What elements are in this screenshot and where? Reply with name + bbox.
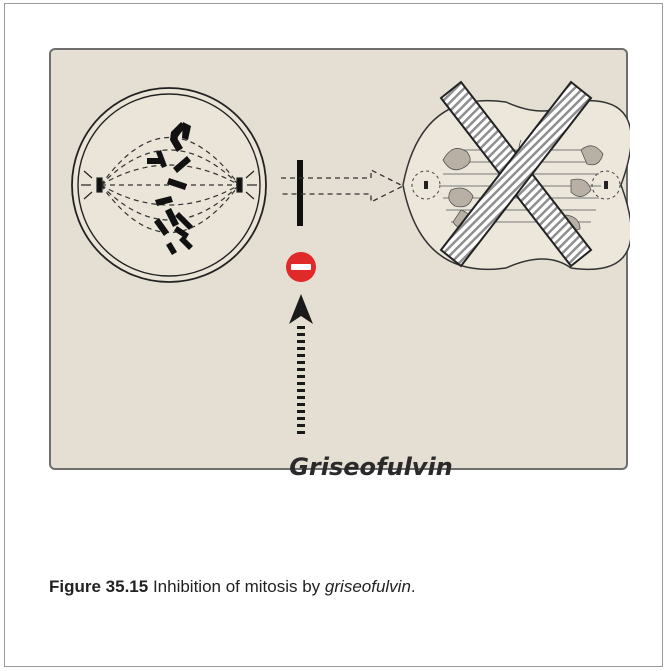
figure-caption: Figure 35.15 Inhibition of mitosis by gr…	[49, 577, 416, 597]
metaphase-cell-icon	[72, 88, 266, 282]
figure-number: Figure 35.15	[49, 577, 148, 596]
mitosis-diagram	[51, 50, 630, 472]
caption-drug: griseofulvin	[325, 577, 411, 596]
caption-text: Inhibition of mitosis by	[148, 577, 325, 596]
caption-end: .	[411, 577, 416, 596]
dashed-up-arrow-icon	[289, 294, 313, 434]
minus-circle-icon	[286, 252, 316, 282]
diagram-panel: Griseofulvin	[49, 48, 628, 470]
figure-frame: Griseofulvin Figure 35.15 Inhibition of …	[4, 3, 663, 667]
drug-label: Griseofulvin	[211, 453, 531, 481]
block-bar-icon	[297, 160, 303, 226]
